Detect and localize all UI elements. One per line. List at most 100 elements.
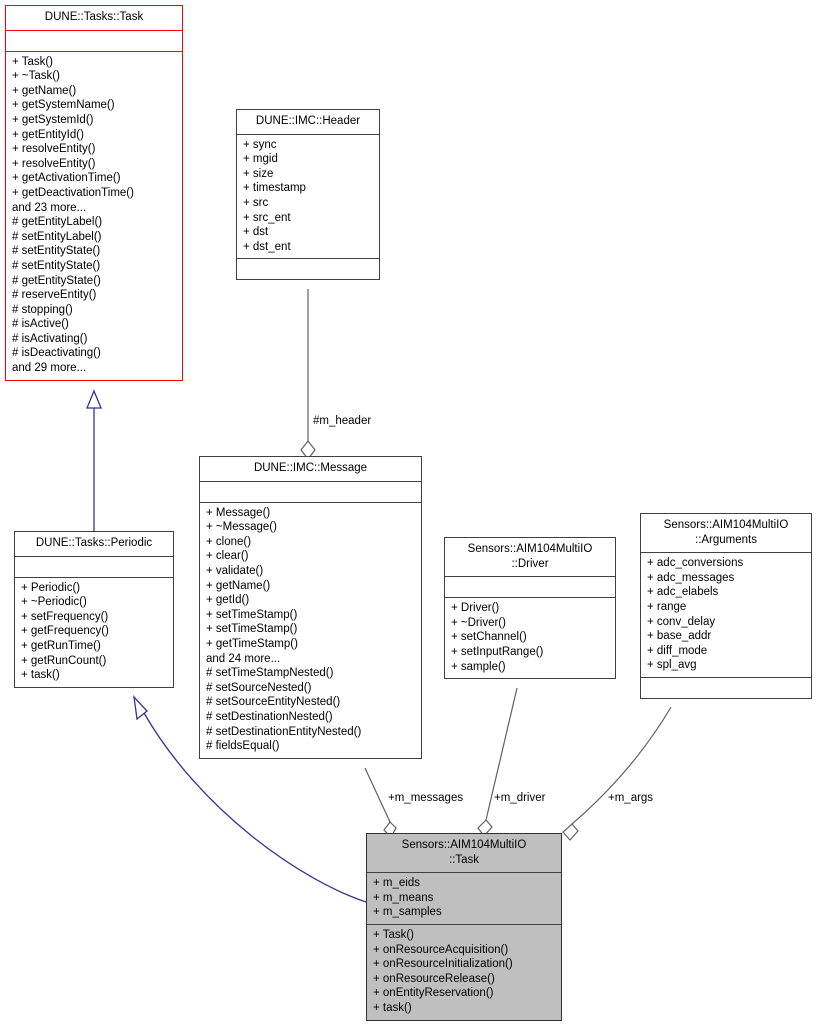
class-member: + src_ent: [243, 211, 291, 224]
attributes-section: [15, 557, 173, 577]
section-divider: [200, 501, 421, 503]
class-member: + spl_avg: [647, 659, 697, 672]
class-member: # getEntityLabel(): [12, 216, 103, 229]
class-member: + getName(): [12, 84, 77, 97]
class-node-dune-imc-message[interactable]: DUNE::IMC::Message + Message() + ~Messag…: [199, 456, 422, 759]
class-title: DUNE::IMC::Header: [255, 115, 361, 127]
class-member: + Message(): [206, 506, 271, 519]
methods-section: [641, 678, 811, 698]
class-member: + sync: [243, 138, 277, 151]
class-member: + task(): [21, 669, 60, 682]
class-member-more: and 29 more...: [12, 362, 87, 375]
class-member: + onResourceInitialization(): [373, 958, 513, 971]
class-member: + resolveEntity(): [12, 143, 96, 156]
class-member: + getDeactivationTime(): [12, 186, 134, 199]
class-member: + validate(): [206, 564, 264, 577]
edge-driver-aggregation: [477, 687, 518, 837]
class-node-dune-imc-header[interactable]: DUNE::IMC::Header + sync + mgid + size +…: [236, 109, 380, 281]
methods-section: + Message() + ~Message() + clone() + cle…: [200, 503, 421, 758]
attributes-section: + m_eids + m_means + m_samples: [367, 873, 561, 924]
class-member: + Task(): [373, 928, 415, 941]
edge-label-m-messages: +m_messages: [388, 792, 464, 804]
class-member: # setTimeStampNested(): [206, 667, 334, 680]
class-member: + ~Driver(): [451, 616, 506, 629]
class-member: # setDestinationEntityNested(): [206, 725, 362, 738]
attributes-section: [200, 482, 421, 502]
class-title: DUNE::Tasks::Task: [44, 11, 144, 23]
attributes-section: + sync + mgid + size + timestamp + src +…: [237, 135, 379, 259]
section-divider: [15, 555, 173, 557]
class-member: + mgid: [243, 153, 278, 166]
class-member: + getEntityId(): [12, 128, 84, 141]
class-member: + Task(): [12, 55, 54, 68]
section-divider: [367, 923, 561, 925]
class-node-aim104-task[interactable]: Sensors::AIM104MultiIO ::Task + m_eids +…: [366, 833, 562, 1021]
class-member: + ~Periodic(): [21, 596, 87, 609]
edge-label-m-driver: +m_driver: [494, 792, 546, 804]
class-member: # isDeactivating(): [12, 347, 101, 360]
class-member: + getSystemId(): [12, 113, 94, 126]
class-member: + size: [243, 167, 274, 180]
class-member: + dst_ent: [243, 240, 291, 253]
class-member: + adc_conversions: [647, 557, 744, 570]
class-member: + setInputRange(): [451, 645, 544, 658]
section-divider: [445, 597, 615, 599]
class-member: + ~Message(): [206, 521, 277, 534]
class-member: + m_samples: [373, 906, 442, 919]
methods-section: [237, 259, 379, 279]
class-member: + dst: [243, 226, 269, 239]
class-member: + diff_mode: [647, 644, 708, 657]
edge-label-m-header: #m_header: [313, 415, 372, 427]
class-node-aim104-driver[interactable]: Sensors::AIM104MultiIO ::Driver + Driver…: [444, 537, 616, 680]
class-title: DUNE::IMC::Message: [253, 462, 368, 474]
class-member: + getFrequency(): [21, 625, 109, 638]
class-member: + clone(): [206, 535, 252, 548]
class-member: # isActivating(): [12, 332, 88, 345]
class-member: + setFrequency(): [21, 610, 109, 623]
attributes-section: [445, 577, 615, 597]
class-member: + getRunCount(): [21, 654, 107, 667]
class-member: + task(): [373, 1001, 412, 1014]
class-member: + src: [243, 196, 269, 209]
section-divider: [445, 576, 615, 578]
section-divider: [237, 133, 379, 135]
class-title: Sensors::AIM104MultiIO ::Arguments: [663, 519, 789, 546]
class-member: + resolveEntity(): [12, 157, 96, 170]
class-member: + onResourceAcquisition(): [373, 943, 509, 956]
methods-section: + Periodic() + ~Periodic() + setFrequenc…: [15, 578, 173, 687]
class-member: + Periodic(): [21, 581, 81, 594]
class-member: + getSystemName(): [12, 99, 115, 112]
class-node-dune-tasks-task[interactable]: DUNE::Tasks::Task + Task() + ~Task() + g…: [5, 5, 183, 381]
class-member: + getId(): [206, 594, 250, 607]
section-divider: [6, 50, 182, 52]
class-member: + getName(): [206, 579, 271, 592]
class-member: # setSourceNested(): [206, 681, 312, 694]
section-divider: [6, 29, 182, 31]
class-member: + m_means: [373, 891, 434, 904]
class-member-more: and 24 more...: [206, 652, 281, 665]
attributes-section: [6, 31, 182, 51]
class-member: # setEntityLabel(): [12, 230, 102, 243]
class-member: + setTimeStamp(): [206, 608, 298, 621]
class-title: Sensors::AIM104MultiIO ::Driver: [467, 543, 593, 570]
class-title: Sensors::AIM104MultiIO ::Task: [401, 839, 527, 866]
section-divider: [367, 872, 561, 874]
class-title: DUNE::Tasks::Periodic: [35, 537, 153, 549]
class-member: # setEntityState(): [12, 259, 101, 272]
section-divider: [237, 258, 379, 260]
class-member: + onResourceRelease(): [373, 972, 495, 985]
section-divider: [641, 552, 811, 554]
class-member: + conv_delay: [647, 615, 716, 628]
class-member: + adc_messages: [647, 571, 735, 584]
class-member: + onEntityReservation(): [373, 987, 494, 1000]
class-node-dune-tasks-periodic[interactable]: DUNE::Tasks::Periodic + Periodic() + ~Pe…: [14, 531, 174, 688]
class-member: + timestamp: [243, 182, 306, 195]
class-node-aim104-arguments[interactable]: Sensors::AIM104MultiIO ::Arguments + adc…: [640, 513, 812, 699]
class-member: + getTimeStamp(): [206, 637, 298, 650]
class-member: # fieldsEqual(): [206, 740, 280, 753]
class-member: + ~Task(): [12, 70, 60, 83]
class-member: # stopping(): [12, 303, 73, 316]
class-member: + base_addr: [647, 630, 712, 643]
class-member: + range: [647, 600, 687, 613]
